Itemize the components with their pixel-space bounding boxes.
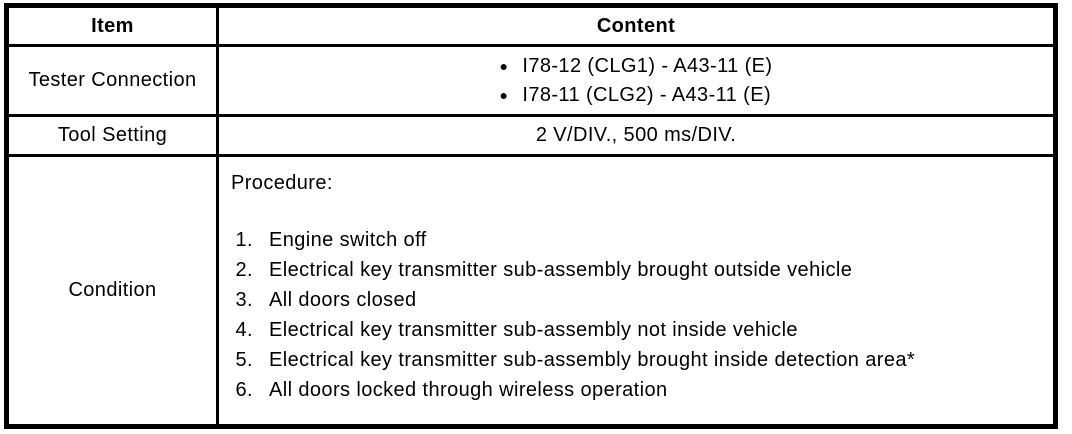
procedure-step: 1. Engine switch off: [231, 225, 1047, 255]
step-text: All doors closed: [269, 289, 417, 311]
step-text: All doors locked through wireless operat…: [269, 379, 668, 401]
tester-connection-bullet-list: ● I78-12 (CLG1) - A43-11 (E) ● I78-11 (C…: [500, 52, 773, 110]
condition-label: Condition: [68, 279, 157, 301]
tool-setting-item-cell: Tool Setting: [9, 117, 219, 157]
tester-connection-content-cell: ● I78-12 (CLG1) - A43-11 (E) ● I78-11 (C…: [219, 47, 1053, 117]
step-text: Engine switch off: [269, 229, 427, 251]
step-text: Electrical key transmitter sub-assembly …: [269, 349, 916, 371]
procedure-step: 4. Electrical key transmitter sub-assemb…: [231, 315, 1047, 345]
header-cell-item: Item: [9, 8, 219, 47]
tester-connection-label: Tester Connection: [28, 69, 197, 91]
tool-setting-label: Tool Setting: [57, 124, 168, 146]
step-number: 5.: [235, 349, 253, 371]
bullet-item: ● I78-12 (CLG1) - A43-11 (E): [500, 52, 773, 81]
step-text: Electrical key transmitter sub-assembly …: [269, 319, 798, 341]
header-cell-content: Content: [219, 8, 1053, 47]
step-number: 1.: [235, 229, 253, 251]
procedure-label: Procedure:: [231, 172, 333, 194]
tool-setting-content-cell: 2 V/DIV., 500 ms/DIV.: [219, 117, 1053, 157]
step-number: 6.: [235, 379, 253, 401]
bullet-icon: ●: [499, 57, 509, 74]
bullet-text: I78-11 (CLG2) - A43-11 (E): [522, 83, 772, 106]
tool-setting-value: 2 V/DIV., 500 ms/DIV.: [535, 124, 737, 146]
condition-item-cell: Condition: [9, 157, 219, 424]
header-content-label: Content: [596, 14, 676, 37]
procedure-step: 2. Electrical key transmitter sub-assemb…: [231, 255, 1047, 285]
tester-connection-item-cell: Tester Connection: [9, 47, 219, 117]
procedure-step: 5. Electrical key transmitter sub-assemb…: [231, 345, 1047, 375]
header-item-label: Item: [91, 14, 134, 37]
step-number: 3.: [235, 289, 253, 311]
step-number: 2.: [235, 259, 253, 281]
bullet-text: I78-12 (CLG1) - A43-11 (E): [522, 54, 773, 77]
step-number: 4.: [235, 319, 253, 341]
bullet-item: ● I78-11 (CLG2) - A43-11 (E): [500, 81, 773, 110]
procedure-step: 3. All doors closed: [231, 285, 1047, 315]
bullet-icon: ●: [499, 86, 509, 103]
procedure-step: 6. All doors locked through wireless ope…: [231, 375, 1047, 405]
step-text: Electrical key transmitter sub-assembly …: [269, 259, 853, 281]
spec-table: Item Content Tester Connection ● I78-12 …: [4, 3, 1058, 429]
condition-content-cell: Procedure: 1. Engine switch off 2. Elect…: [219, 157, 1053, 424]
